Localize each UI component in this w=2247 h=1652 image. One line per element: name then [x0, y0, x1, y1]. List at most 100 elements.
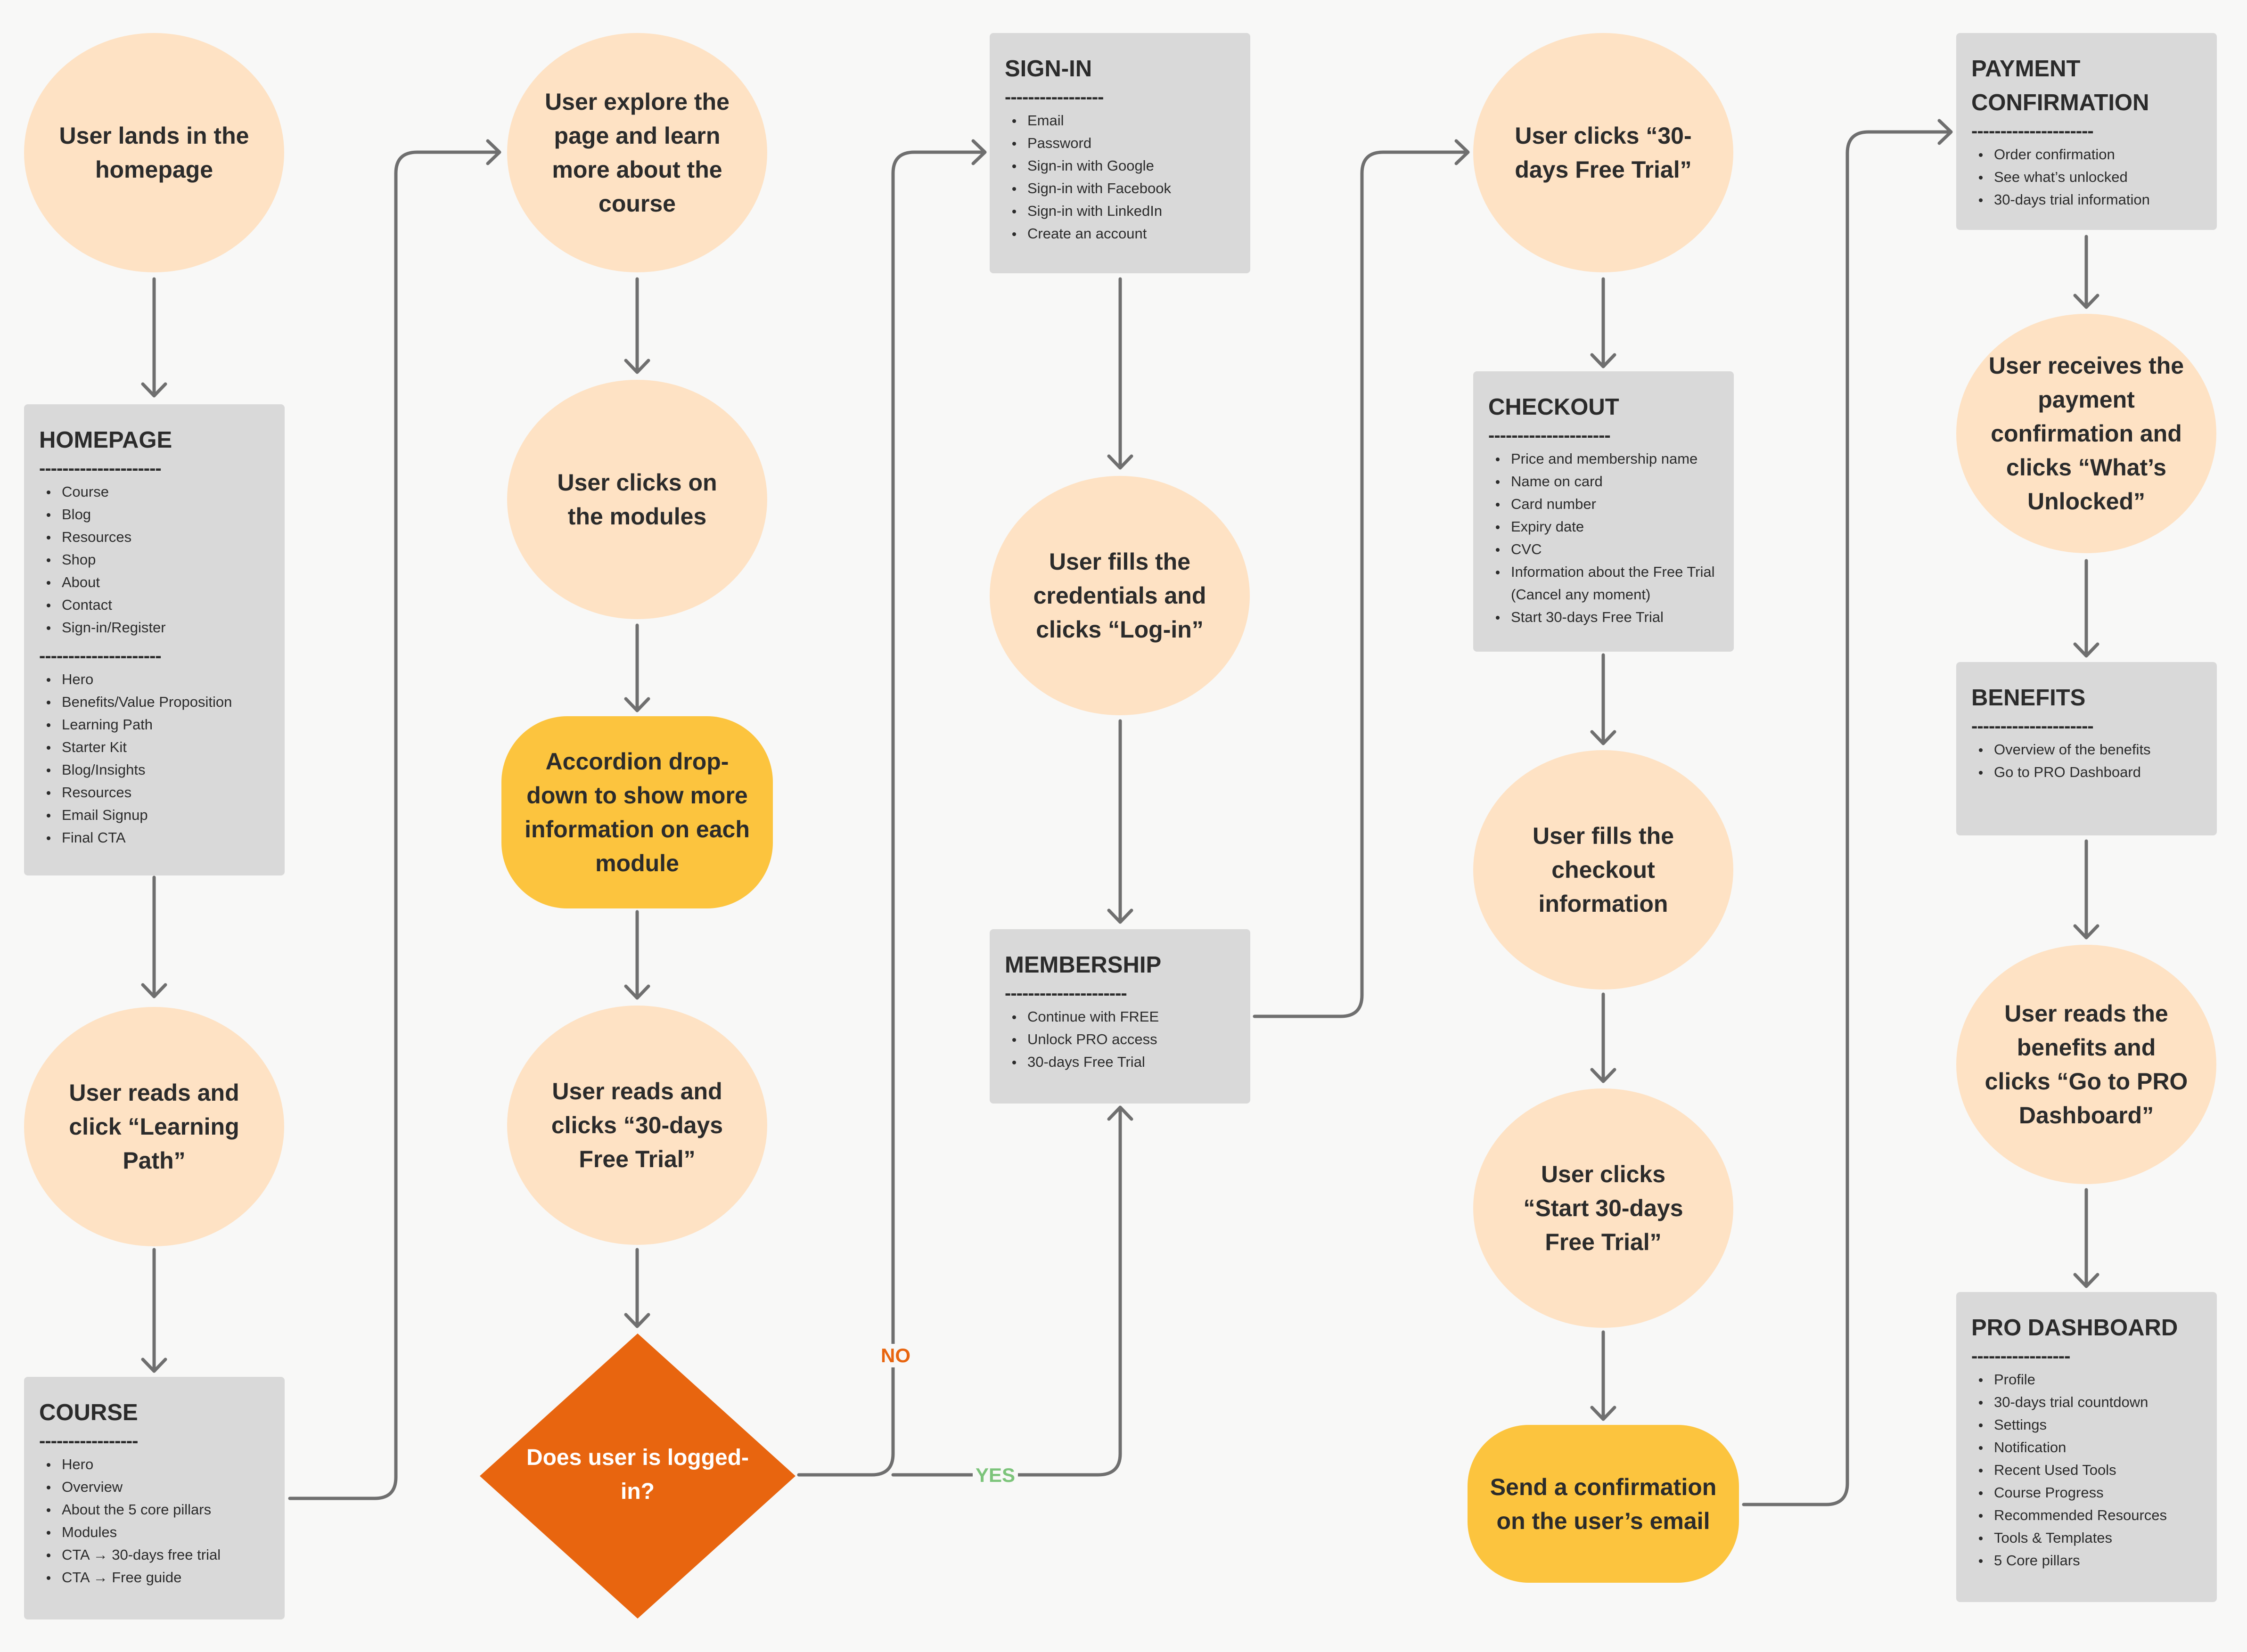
section-divider: ----------------- [1971, 1346, 2070, 1366]
step-receives-payment: User receives the payment confirmation a… [1956, 314, 2216, 553]
section-checkout: CHECKOUT --------------------- Price and… [1473, 371, 1734, 652]
list-item: 30-days Free Trial [1012, 1051, 1235, 1073]
action-label: Accordion drop-down to show more informa… [525, 748, 750, 876]
list-item: Course Progress [1979, 1481, 2202, 1504]
arrow-benefits-to-reads [2073, 839, 2099, 940]
arrow-checkout-to-fills [1590, 653, 1616, 745]
step-label: User reads and click “Learning Path” [69, 1080, 239, 1174]
list-item: Password [1012, 132, 1235, 155]
list-item: Sign-in with Google [1012, 155, 1235, 177]
list-item: Blog/Insights [47, 759, 270, 781]
section-signin: SIGN-IN ----------------- Email Password… [990, 33, 1250, 273]
list-item: Resources [47, 526, 270, 548]
section-divider: --------------------- [39, 646, 162, 666]
section-title: CONFIRMATION [1971, 90, 2149, 115]
section-divider: --------------------- [1488, 425, 1611, 446]
list-item: Start 30-days Free Trial [1496, 606, 1719, 629]
list-item: Contact [47, 594, 270, 616]
pro-dashboard-list: Profile 30-days trial countdown Settings… [1971, 1368, 2202, 1572]
step-label: User fills the checkout information [1532, 823, 1674, 917]
arrow-membership-to-trial [1253, 139, 1470, 1018]
step-reads-benefits: User reads the benefits and clicks “Go t… [1956, 945, 2216, 1184]
section-payment-confirmation: PAYMENT CONFIRMATION -------------------… [1956, 33, 2217, 230]
step-explore-page: User explore the page and learn more abo… [507, 33, 767, 272]
step-clicks-modules: User clicks on the modules [507, 380, 767, 619]
list-item: Sign-in with Facebook [1012, 177, 1235, 200]
arrow-receives-to-benefits [2073, 559, 2099, 658]
list-item: Name on card [1496, 470, 1719, 493]
list-item: Email [1012, 109, 1235, 132]
list-item: Expiry date [1496, 515, 1719, 538]
arrow-send-to-payment [1742, 119, 1953, 1506]
list-item: Sign-in/Register [47, 616, 270, 639]
list-item: Hero [47, 668, 270, 691]
step-label: User reads the benefits and clicks “Go t… [1985, 1000, 2188, 1129]
list-item: CVC [1496, 538, 1719, 561]
course-list: Hero Overview About the 5 core pillars M… [39, 1453, 270, 1589]
list-item: About [47, 571, 270, 594]
branch-label-yes: YES [973, 1464, 1018, 1487]
section-benefits: BENEFITS --------------------- Overview … [1956, 662, 2217, 835]
list-item: Benefits/Value Proposition [47, 691, 270, 713]
section-membership: MEMBERSHIP --------------------- Continu… [990, 929, 1250, 1104]
arrow-explore-to-modules [624, 277, 650, 374]
list-item: Information about the Free Trial (Cancel… [1496, 561, 1719, 606]
section-title: CHECKOUT [1488, 394, 1619, 420]
arrow-no-to-signin [797, 139, 987, 1477]
list-item: Starter Kit [47, 736, 270, 759]
arrow-yes-to-membership [891, 1105, 1133, 1477]
arrow-payment-to-receives [2073, 235, 2099, 309]
payment-list: Order confirmation See what’s unlocked 3… [1971, 143, 2202, 211]
arrow-accordion-to-reads [624, 910, 650, 1000]
step-clicks-trial: User clicks “30-days Free Trial” [1473, 33, 1733, 272]
arrow-homepage-to-reads [141, 875, 167, 998]
list-item: 5 Core pillars [1979, 1549, 2202, 1572]
list-item: Card number [1496, 493, 1719, 515]
arrow-lands-to-homepage [141, 277, 167, 398]
list-item: Notification [1979, 1436, 2202, 1459]
step-label: User clicks “Start 30-days Free Trial” [1523, 1161, 1683, 1255]
list-item: Overview [47, 1476, 270, 1498]
step-label: User explore the page and learn more abo… [545, 89, 730, 217]
list-item: Overview of the benefits [1979, 738, 2202, 761]
step-fills-credentials: User fills the credentials and clicks “L… [990, 476, 1250, 715]
section-course: COURSE ----------------- Hero Overview A… [24, 1377, 285, 1619]
arrow-start-to-send [1590, 1330, 1616, 1421]
step-label: User receives the payment confirmation a… [1988, 352, 2184, 515]
section-divider: --------------------- [1005, 983, 1127, 1004]
list-item: Shop [47, 548, 270, 571]
list-item: Price and membership name [1496, 448, 1719, 470]
step-clicks-start-trial: User clicks “Start 30-days Free Trial” [1473, 1088, 1733, 1328]
step-label: User reads and clicks “30-days Free Tria… [551, 1078, 723, 1172]
section-divider: ----------------- [39, 1431, 138, 1451]
list-item: Hero [47, 1453, 270, 1476]
arrow-trial-to-checkout [1590, 277, 1616, 368]
list-item: Recent Used Tools [1979, 1459, 2202, 1481]
action-accordion: Accordion drop-down to show more informa… [501, 716, 773, 908]
section-pro-dashboard: PRO DASHBOARD ----------------- Profile … [1956, 1292, 2217, 1602]
list-item: Modules [47, 1521, 270, 1544]
arrow-modules-to-accordion [624, 623, 650, 712]
membership-list: Continue with FREE Unlock PRO access 30-… [1005, 1006, 1235, 1073]
list-item: Tools & Templates [1979, 1527, 2202, 1549]
list-item: Profile [1979, 1368, 2202, 1391]
signin-list: Email Password Sign-in with Google Sign-… [1005, 109, 1235, 245]
section-homepage: HOMEPAGE --------------------- Course Bl… [24, 404, 285, 875]
step-reads-trial: User reads and clicks “30-days Free Tria… [507, 1006, 767, 1245]
list-item: Create an account [1012, 222, 1235, 245]
decision-label: Does user is logged-in? [526, 1445, 749, 1504]
list-item: 30-days trial information [1979, 188, 2202, 211]
arrow-reads-to-dashboard [2073, 1188, 2099, 1288]
arrow-reads-to-decision [624, 1248, 650, 1328]
step-label: User fills the credentials and clicks “L… [1033, 548, 1206, 643]
step-label: User clicks “30-days Free Trial” [1515, 123, 1692, 183]
arrow-signin-to-fills [1107, 277, 1133, 470]
section-title: COURSE [39, 1400, 138, 1425]
list-item: Email Signup [47, 804, 270, 826]
list-item: CTA → Free guide [47, 1566, 270, 1589]
list-item: Unlock PRO access [1012, 1028, 1235, 1051]
step-reads-learning-path: User reads and click “Learning Path” [24, 1007, 284, 1246]
list-item: Settings [1979, 1414, 2202, 1436]
arrow-fills-to-membership [1107, 719, 1133, 924]
